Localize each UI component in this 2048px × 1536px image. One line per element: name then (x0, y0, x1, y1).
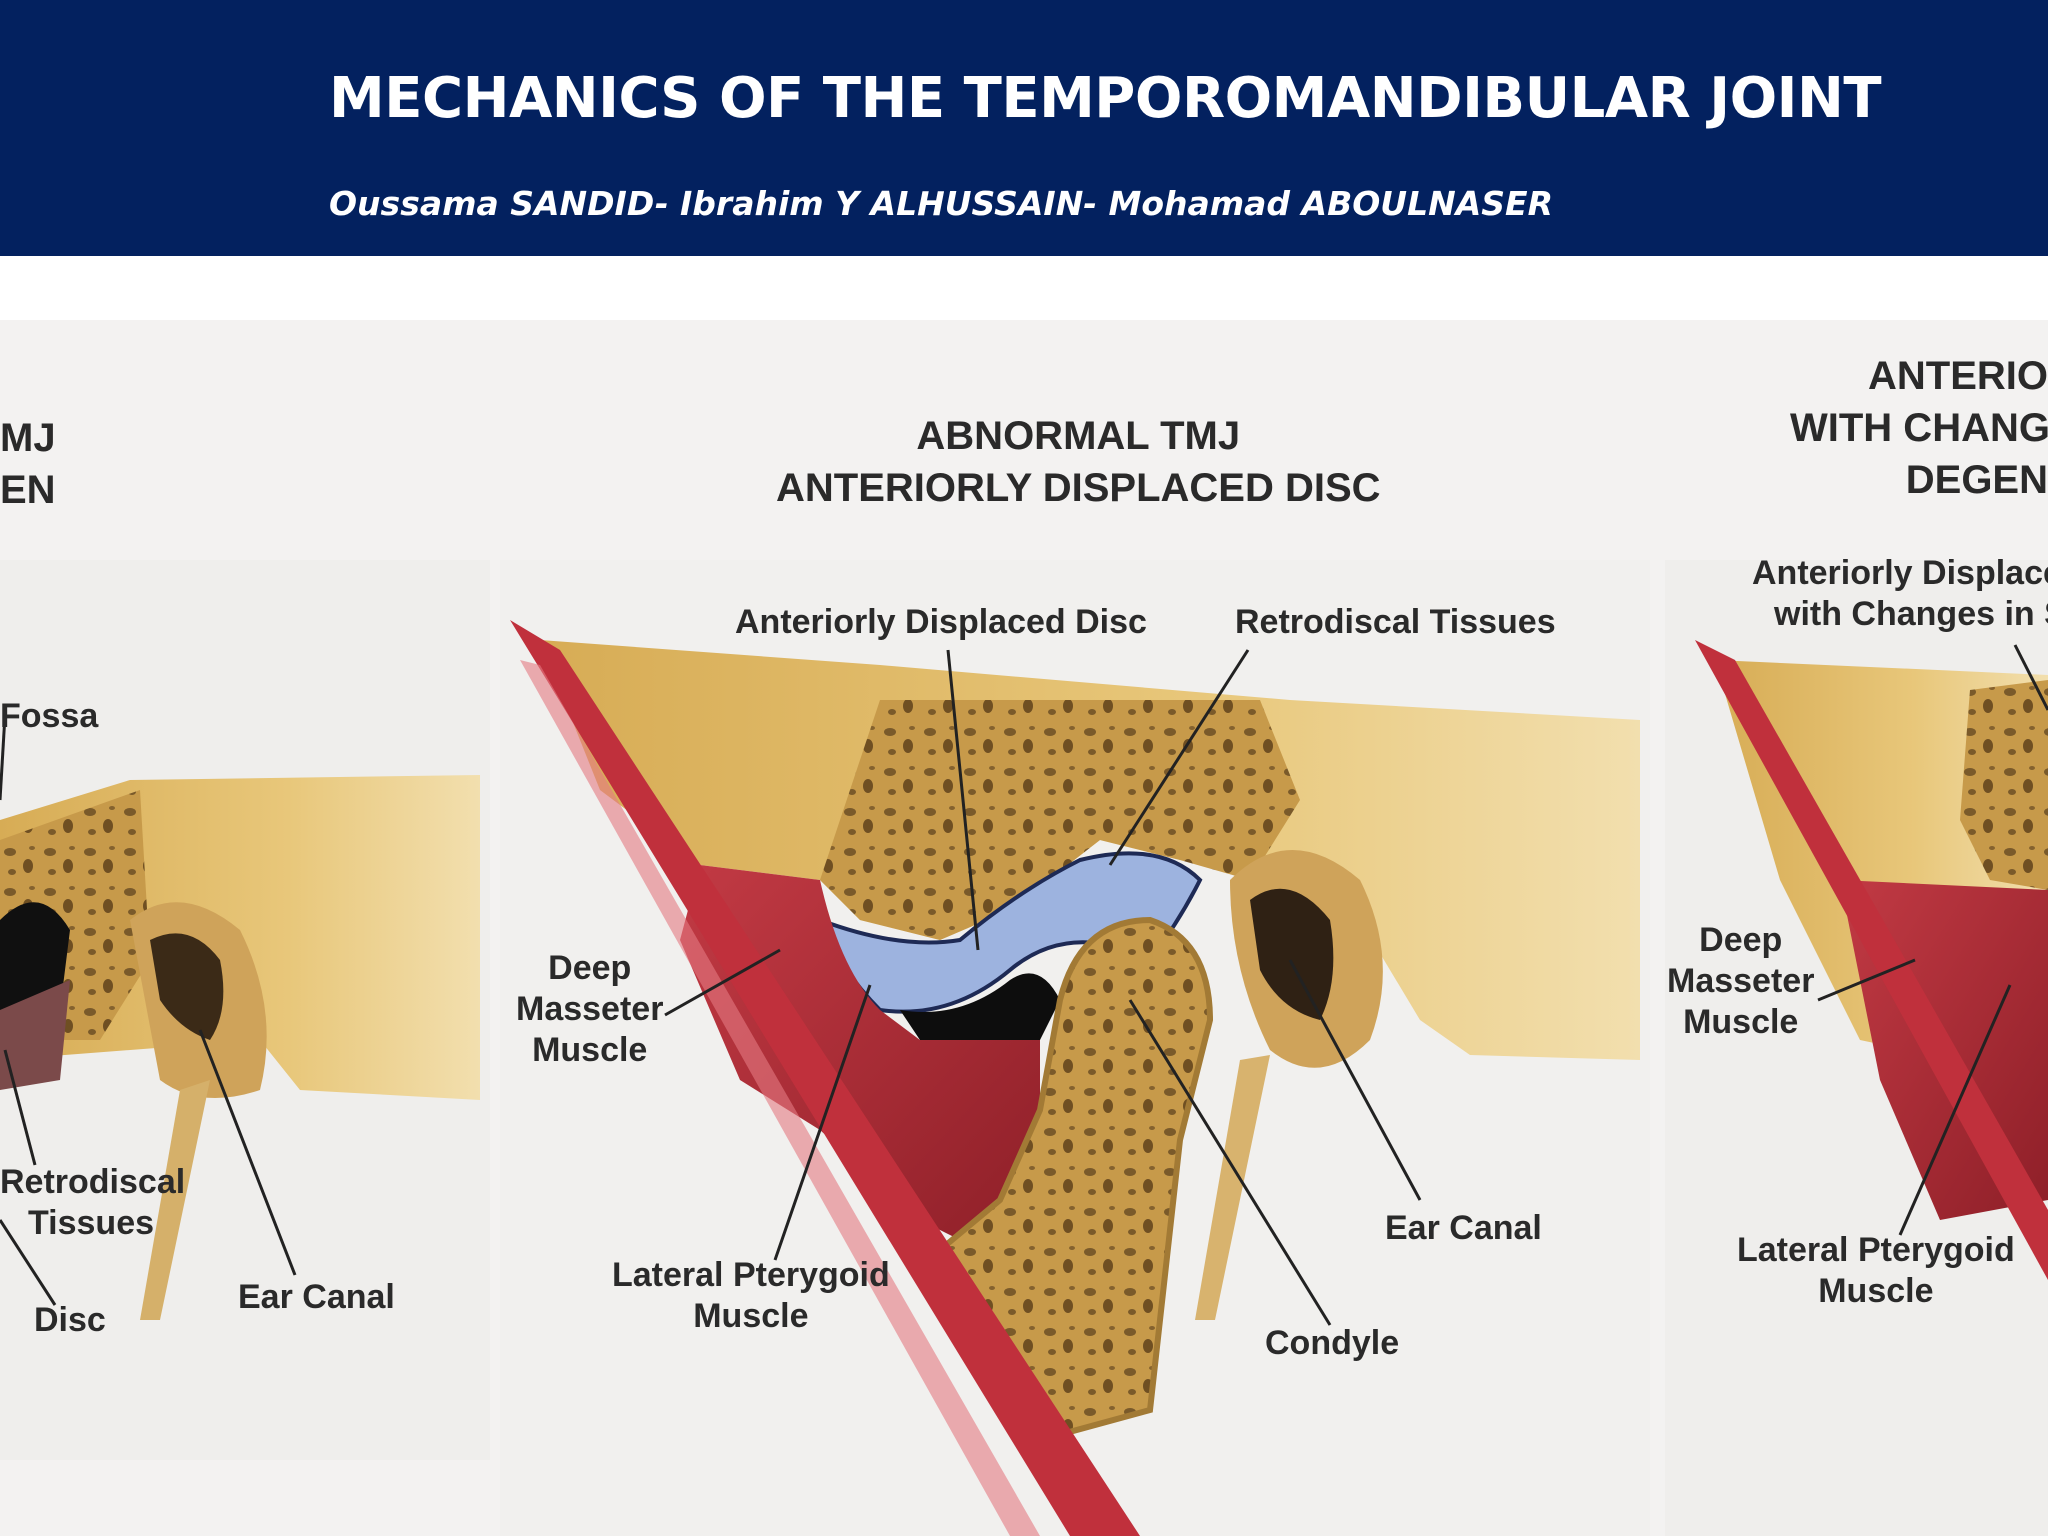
slide-header: MECHANICS OF THE TEMPOROMANDIBULAR JOINT… (0, 0, 2048, 256)
slide-title: MECHANICS OF THE TEMPOROMANDIBULAR JOINT (329, 66, 1882, 131)
right-panel-subheading: Anteriorly Displace with Changes in S (1752, 554, 2048, 633)
label-deep-masseter-muscle: Deep Masseter Muscle (516, 949, 664, 1069)
left-label-ear-canal: Ear Canal (238, 1278, 395, 1316)
label-anteriorly-displaced-disc: Anteriorly Displaced Disc (735, 603, 1147, 641)
tmj-illustration: MJ EN Fossa Retrodiscal Tissues Disc Ear… (0, 320, 2048, 1536)
slide-authors: Oussama SANDID- Ibrahim Y ALHUSSAIN- Moh… (329, 184, 1553, 223)
left-label-disc: Disc (34, 1301, 106, 1339)
left-panel-heading: MJ EN (0, 416, 56, 512)
left-panel-anatomy (0, 714, 480, 1320)
right-label-lateral-pterygoid-muscle: Lateral Pterygoid Muscle (1737, 1231, 2015, 1310)
label-ear-canal: Ear Canal (1385, 1209, 1542, 1247)
tmj-anatomy-drawing (0, 560, 2048, 1536)
label-retrodiscal-tissues: Retrodiscal Tissues (1235, 603, 1556, 641)
label-lateral-pterygoid-muscle: Lateral Pterygoid Muscle (612, 1256, 890, 1335)
right-label-deep-masseter-muscle: Deep Masseter Muscle (1667, 921, 1815, 1041)
label-condyle: Condyle (1265, 1324, 1400, 1362)
center-panel-heading: ABNORMAL TMJ ANTERIORLY DISPLACED DISC (776, 414, 1381, 510)
right-panel-anatomy (1695, 640, 2048, 1280)
center-panel-anatomy (510, 620, 1640, 1536)
left-label-retrodiscal: Retrodiscal Tissues (0, 1163, 186, 1242)
left-label-fossa: Fossa (0, 697, 99, 735)
right-panel-heading: ANTERIO WITH CHANG DEGEN (1790, 354, 2048, 502)
